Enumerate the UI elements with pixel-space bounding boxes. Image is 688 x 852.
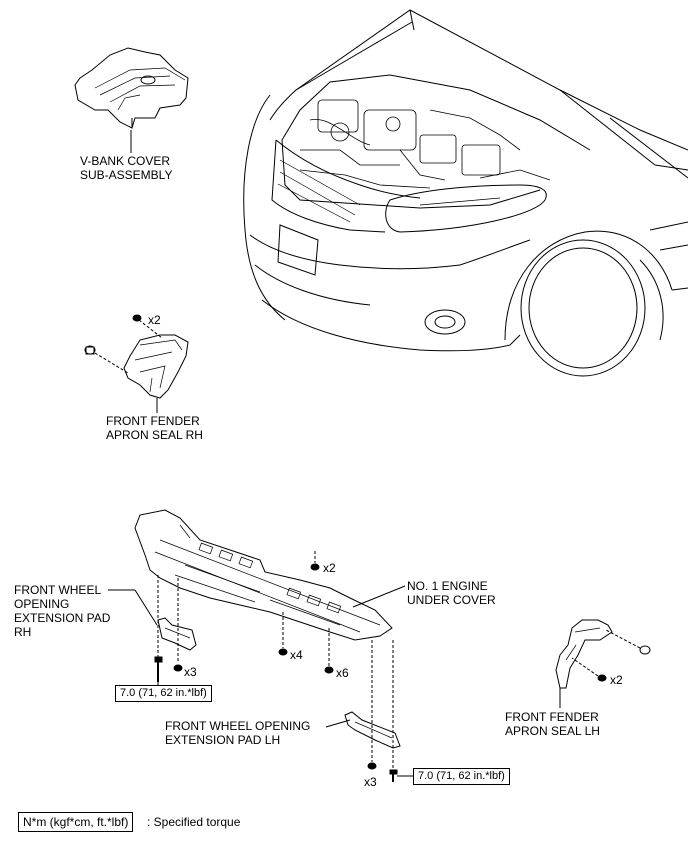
torque-spec-right: 7.0 (71, 62 in.*lbf) [413, 768, 510, 785]
torque-spec-left: 7.0 (71, 62 in.*lbf) [115, 685, 212, 702]
rh-seal-screw-left [84, 345, 129, 374]
label-v-bank-cover-line2: SUB-ASSEMBLY [80, 168, 173, 182]
rh-seal-screw-top [132, 314, 163, 339]
fender-apron-seal-lh-illustration [555, 619, 613, 689]
label-fender-seal-lh: FRONT FENDER APRON SEAL LH [505, 710, 600, 738]
qty-pad-rh-bolt: x3 [184, 665, 197, 679]
label-fender-seal-lh-line2: APRON SEAL LH [505, 724, 600, 738]
leader-under-cover [352, 585, 406, 608]
label-v-bank-cover-line1: V-BANK COVER [80, 154, 171, 168]
pad-rh-bolt-right [173, 664, 183, 672]
label-ext-pad-rh: FRONT WHEEL OPENING EXTENSION PAD RH [14, 583, 110, 639]
label-ext-pad-rh-line3: EXTENSION PAD [14, 611, 111, 625]
label-ext-pad-lh: FRONT WHEEL OPENING EXTENSION PAD LH [165, 719, 310, 747]
vehicle-front-illustration [243, 9, 688, 377]
lh-seal-screw-lower [571, 657, 607, 682]
qty-rh-seal-screw: x2 [148, 313, 161, 327]
label-ext-pad-rh-line4: RH [14, 625, 32, 639]
label-ext-pad-rh-line2: OPENING [14, 597, 70, 611]
label-ext-pad-rh-line1: FRONT WHEEL [14, 583, 102, 597]
under-cover-right-bolt [324, 628, 334, 674]
qty-under-cover-right: x6 [336, 666, 349, 680]
label-ext-pad-lh-line2: EXTENSION PAD LH [165, 733, 281, 747]
lh-seal-screw-right [605, 629, 651, 655]
label-fender-seal-rh-line2: APRON SEAL RH [106, 428, 203, 442]
engine-under-cover-illustration [134, 509, 393, 641]
leader-ext-pad-rh [134, 589, 158, 626]
extension-pad-rh-illustration [157, 617, 197, 651]
legend-torque-unit: N*m (kgf*cm, ft.*lbf) [18, 812, 134, 832]
legend-torque-meaning: : Specified torque [147, 815, 241, 829]
fender-apron-seal-rh-illustration [123, 334, 189, 399]
qty-pad-lh-bolt: x3 [364, 775, 377, 789]
label-fender-seal-rh: FRONT FENDER APRON SEAL RH [106, 414, 203, 442]
under-cover-mid-bolt [278, 612, 288, 656]
qty-under-cover-mid: x4 [290, 648, 303, 662]
pad-lh-bolt-left [367, 762, 377, 770]
under-cover-top-bolt [310, 551, 320, 571]
label-under-cover: NO. 1 ENGINE UNDER COVER [407, 579, 496, 607]
label-fender-seal-lh-line1: FRONT FENDER [505, 710, 599, 724]
pad-rh-bolt-left [154, 656, 163, 682]
label-ext-pad-lh-line1: FRONT WHEEL OPENING [165, 719, 311, 733]
label-under-cover-line2: UNDER COVER [407, 593, 496, 607]
leader-ext-pad-lh [325, 719, 351, 728]
extension-pad-lh-illustration [344, 711, 401, 749]
qty-lh-seal-screw: x2 [610, 673, 623, 687]
qty-under-cover-top: x2 [323, 561, 336, 575]
label-v-bank-cover: V-BANK COVER SUB-ASSEMBLY [80, 154, 172, 182]
label-fender-seal-rh-line1: FRONT FENDER [106, 414, 200, 428]
pad-lh-bolt-right [389, 769, 398, 782]
v-bank-cover-illustration [74, 47, 189, 129]
label-under-cover-line1: NO. 1 ENGINE [407, 579, 488, 593]
